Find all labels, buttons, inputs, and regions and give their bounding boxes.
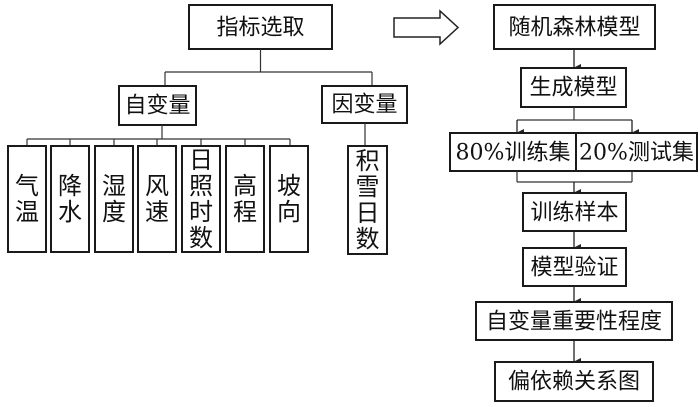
variable-node: 湿度 xyxy=(94,145,134,253)
flow-label: 模型验证 xyxy=(530,256,618,281)
dependent-variable-list: 积雪日数 xyxy=(347,145,388,255)
variable-box xyxy=(347,145,388,255)
flow-step-variable-importance: 自变量重要性程度 xyxy=(475,301,673,341)
flow-box xyxy=(449,132,577,172)
variable-box xyxy=(94,145,134,253)
variable-box xyxy=(181,145,221,253)
flow-label: 80%训练集 xyxy=(456,141,571,166)
flow-box xyxy=(575,132,698,172)
variable-box xyxy=(269,145,309,253)
model-flow: 随机森林模型 生成模型 80%训练集 20%测试集 训练样本 xyxy=(449,4,698,402)
flow-box xyxy=(493,4,656,50)
variable-node: 风速 xyxy=(137,145,177,253)
independent-node: 自变量 xyxy=(118,85,197,126)
variable-node: 日照时数 xyxy=(181,145,221,253)
independent-label: 自变量 xyxy=(124,94,190,119)
flow-label: 偏依赖关系图 xyxy=(508,370,640,395)
flow-label: 随机森林模型 xyxy=(508,16,640,41)
variable-label: 积雪日数 xyxy=(356,147,380,253)
root-connectors xyxy=(164,49,373,86)
flow-step-train-samples: 训练样本 xyxy=(522,192,627,232)
independent-box xyxy=(118,85,197,126)
dependent-label: 因变量 xyxy=(331,93,397,118)
flow-label: 训练样本 xyxy=(530,201,618,226)
variable-node: 降水 xyxy=(50,145,90,253)
flow-step-model-validation: 模型验证 xyxy=(522,247,627,287)
variable-label: 高程 xyxy=(233,172,257,226)
root-label: 指标选取 xyxy=(216,16,304,41)
variable-label: 气温 xyxy=(15,172,39,226)
flow-step-random-forest: 随机森林模型 xyxy=(493,4,656,50)
dependent-box xyxy=(321,85,408,124)
flow-label: 生成模型 xyxy=(529,76,617,101)
flow-label: 自变量重要性程度 xyxy=(486,310,662,335)
flow-step-partial-dependence: 偏依赖关系图 xyxy=(494,361,654,402)
variable-label: 降水 xyxy=(58,172,82,226)
variable-label: 坡向 xyxy=(277,172,301,226)
flow-label: 20%测试集 xyxy=(579,141,694,166)
dependent-node: 因变量 xyxy=(321,85,408,124)
variable-node: 坡向 xyxy=(269,145,309,253)
variable-box xyxy=(50,145,90,253)
hollow-right-arrow-icon xyxy=(393,9,460,46)
variable-label: 湿度 xyxy=(102,172,126,226)
root-node: 指标选取 xyxy=(188,4,333,50)
flow-step-generate-model: 生成模型 xyxy=(520,67,627,108)
flow-step-train-set: 80%训练集 xyxy=(449,132,577,172)
flow-box xyxy=(494,361,654,402)
variable-node: 高程 xyxy=(225,145,265,253)
variable-node: 积雪日数 xyxy=(347,145,388,255)
variable-box xyxy=(137,145,177,253)
variable-label: 日照时数 xyxy=(189,146,213,252)
variable-label: 风速 xyxy=(145,172,169,226)
variable-node: 气温 xyxy=(7,145,47,253)
root-box xyxy=(188,4,333,50)
variable-box xyxy=(7,145,47,253)
variable-box xyxy=(225,145,265,253)
flow-step-test-set: 20%测试集 xyxy=(575,132,698,172)
independent-connectors xyxy=(26,125,291,146)
